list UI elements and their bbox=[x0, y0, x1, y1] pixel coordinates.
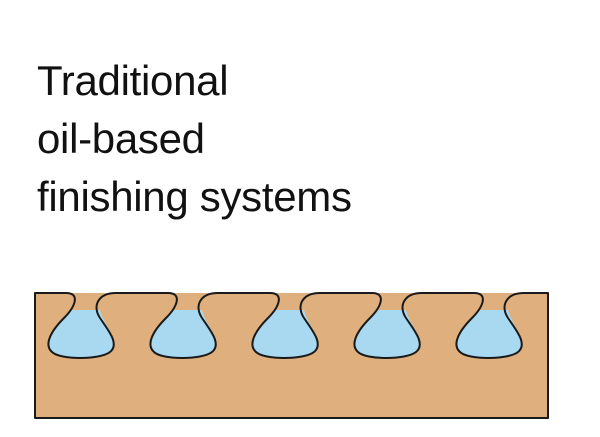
title-line-1: Traditional bbox=[37, 57, 229, 104]
finish-layer-4 bbox=[352, 310, 420, 358]
title-line-3: finishing systems bbox=[37, 173, 352, 220]
title-line-2: oil-based bbox=[37, 115, 205, 162]
finish-layer-1 bbox=[45, 310, 114, 358]
finish-layer-2 bbox=[148, 310, 216, 358]
wood-outline bbox=[34, 292, 549, 419]
wood-grain-surface bbox=[35, 293, 548, 418]
finish-layer-3 bbox=[250, 310, 318, 358]
diagram-title: Traditional oil-based finishing systems bbox=[37, 52, 352, 226]
finish-overlay bbox=[45, 310, 522, 358]
finish-layer-5 bbox=[454, 310, 522, 358]
